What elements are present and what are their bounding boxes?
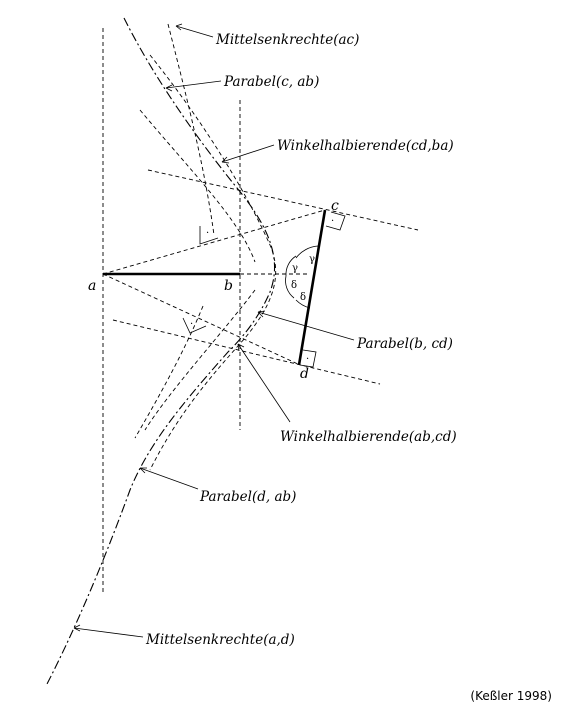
line-a-to-c bbox=[102, 209, 326, 275]
bisector-line-cd bbox=[139, 109, 256, 263]
right-angle-dot-2: · bbox=[190, 319, 193, 330]
line-a-to-d bbox=[102, 273, 301, 366]
arrow-mittelsenkrechte-a-d bbox=[73, 624, 81, 632]
arrow-parabel-d-ab bbox=[139, 467, 147, 474]
angle-gamma-label-2: γ bbox=[292, 263, 298, 274]
segment-cd bbox=[297, 209, 327, 366]
bisector-line-upper bbox=[167, 23, 215, 236]
leader-winkelhalbierende-cd-ba bbox=[221, 144, 275, 163]
label-mittelsenkrechte-a-d: Mittelsenkrechte(a,d) bbox=[145, 632, 295, 648]
point-label-d: d bbox=[300, 366, 309, 382]
leader-mittelsenkrechte-a-d bbox=[73, 627, 144, 638]
point-label-a: a bbox=[88, 278, 96, 294]
angle-arc-gamma-outer bbox=[295, 245, 319, 259]
leader-parabel-c-ab bbox=[165, 80, 222, 89]
label-parabel-b-cd: Parabel(b, cd) bbox=[356, 336, 453, 352]
parabola-dashed bbox=[149, 54, 277, 471]
line-through-c bbox=[147, 169, 419, 231]
bisector-line-ab bbox=[144, 289, 256, 431]
angle-delta-label-1: δ bbox=[291, 280, 297, 291]
label-parabel-c-ab: Parabel(c, ab) bbox=[223, 74, 319, 90]
angle-arc-delta-outer bbox=[295, 299, 311, 309]
arrow-parabel-b-cd bbox=[257, 310, 266, 318]
image-credit: (Keßler 1998) bbox=[470, 689, 552, 703]
arrow-mittelsenkrechte-ac bbox=[175, 23, 183, 31]
right-angle-dot-3: · bbox=[331, 216, 334, 227]
point-label-c: c bbox=[331, 198, 339, 214]
leader-parabel-d-ab bbox=[139, 467, 199, 490]
angle-gamma-label-1: γ bbox=[309, 254, 315, 265]
label-winkelhalbierende-ab-cd: Winkelhalbierende(ab,cd) bbox=[280, 429, 457, 445]
arrow-parabel-c-ab bbox=[165, 84, 173, 92]
angle-arc-gamma-inner bbox=[285, 255, 297, 277]
angle-delta-label-2: δ bbox=[300, 292, 306, 303]
label-parabel-d-ab: Parabel(d, ab) bbox=[199, 489, 296, 505]
label-winkelhalbierende-cd-ba: Winkelhalbierende(cd,ba) bbox=[277, 138, 454, 154]
leader-parabel-b-cd bbox=[257, 311, 355, 341]
leader-winkelhalbierende-ab-cd bbox=[237, 343, 291, 423]
point-label-b: b bbox=[224, 278, 233, 294]
line-through-d bbox=[112, 319, 381, 385]
bisector-line-lower bbox=[134, 305, 204, 439]
arrow-winkelhalbierende-ab-cd bbox=[237, 343, 245, 352]
right-angle-marker-lower-left bbox=[182, 317, 207, 334]
label-mittelsenkrechte-ac: Mittelsenkrechte(ac) bbox=[215, 32, 359, 48]
right-angle-marker-d bbox=[299, 349, 317, 368]
angle-arc-delta-inner bbox=[285, 275, 295, 299]
arrow-winkelhalbierende-cd-ba bbox=[221, 156, 230, 164]
right-angle-dot-1: · bbox=[206, 228, 209, 239]
right-angle-marker-upper-left bbox=[199, 226, 219, 245]
right-angle-marker-c bbox=[325, 211, 346, 231]
leader-mittelsenkrechte-ac bbox=[175, 25, 214, 38]
right-angle-dot-4: · bbox=[306, 354, 309, 365]
